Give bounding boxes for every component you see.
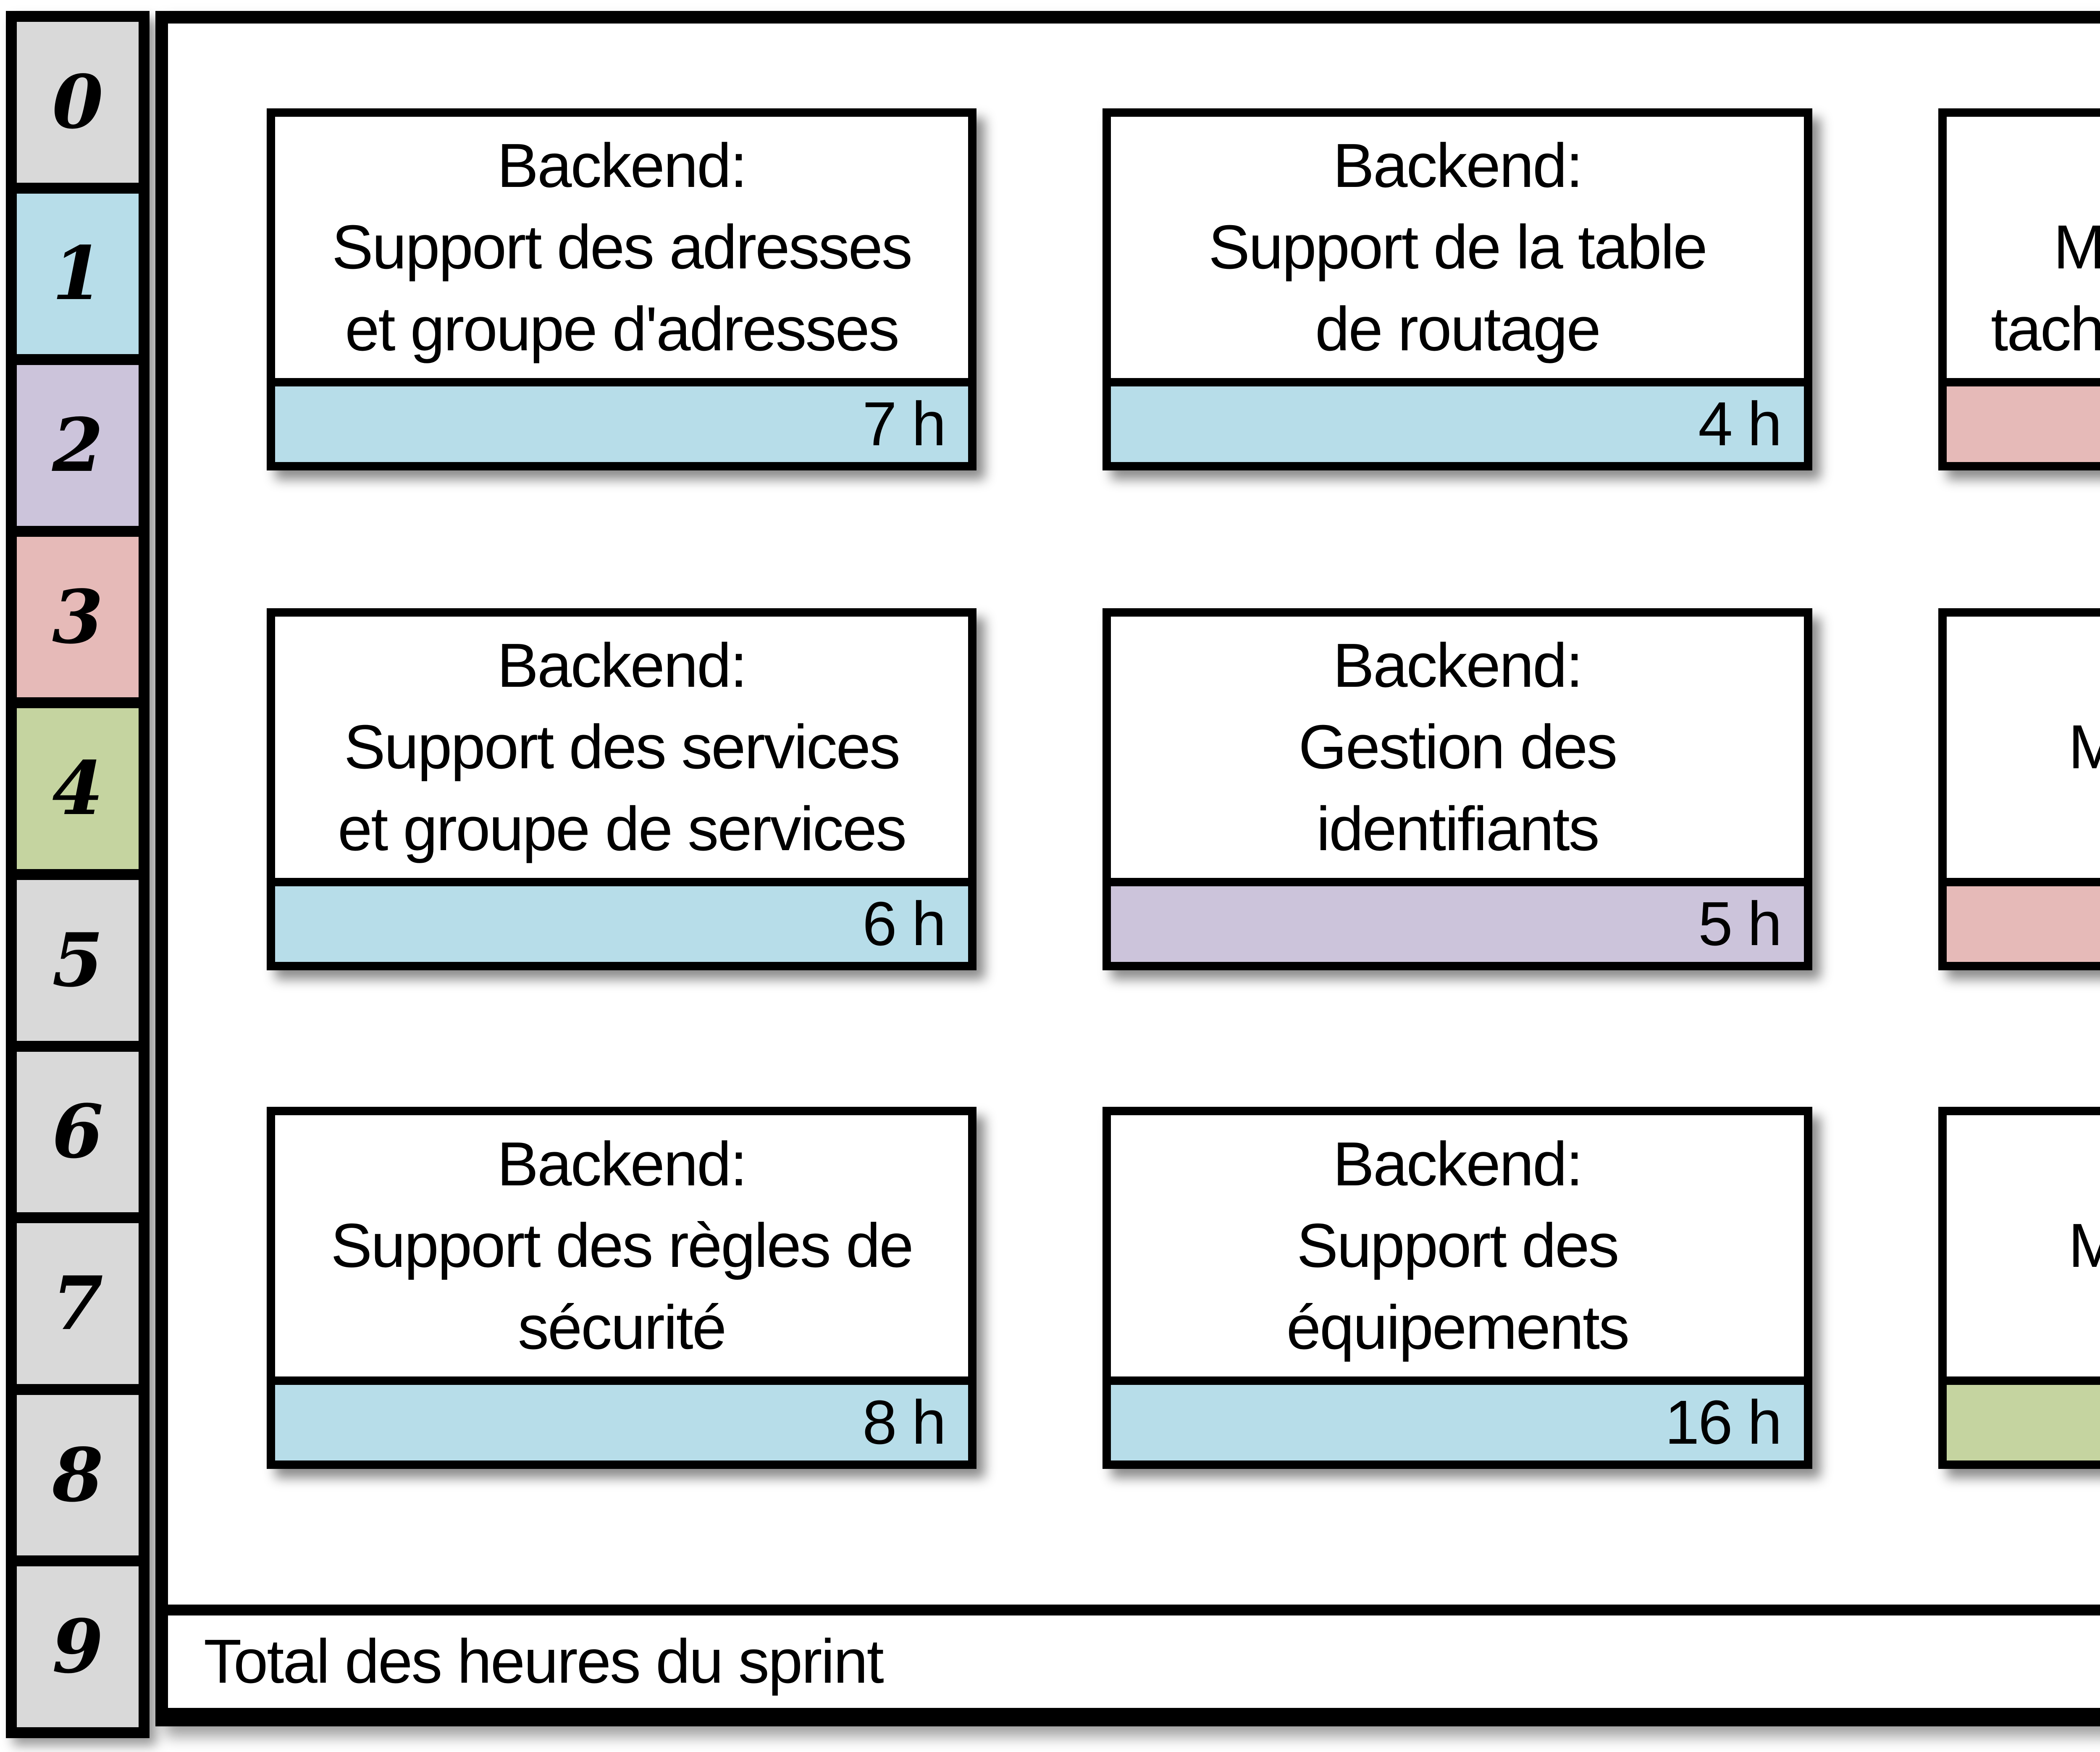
row-index-cell-1: 1 (17, 193, 139, 365)
task-title-line: taches de récupération (1991, 294, 2100, 364)
task-card-regles-securite: Backend: Support des règles de sécurité … (267, 1107, 976, 1469)
row-index-label: 0 (52, 59, 103, 145)
row-index-cell-6: 6 (17, 1051, 139, 1224)
row-index-label: 7 (52, 1260, 103, 1347)
row-index-cell-4: 4 (17, 708, 139, 880)
task-title-line: et groupe d'adresses (345, 294, 900, 364)
task-card-equipements: Backend: Support des équipements 16 h (1102, 1107, 1812, 1469)
row-index-label: 3 (52, 574, 103, 660)
task-card-adresses: Backend: Support des adresses et groupe … (267, 108, 976, 470)
task-card-identifiants: Backend: Gestion des identifiants 5 h (1102, 608, 1812, 970)
task-card-title: Backend: Support des services et groupe … (275, 617, 968, 878)
task-hours-badge: 8 h (275, 1376, 968, 1460)
task-card-title: Backend: Mise en place de MongoDB (1947, 1115, 2100, 1376)
task-title-line: Mise en place des (2053, 213, 2100, 282)
task-title-line: de routage (1315, 294, 1601, 364)
task-title-line: sécurité (517, 1292, 727, 1362)
task-hours-badge: 8 h (1947, 1376, 2100, 1460)
task-title-line: Backend: (1947, 633, 2100, 698)
task-title-line: Mise en place de (2068, 1211, 2100, 1281)
task-title-line: Support de la table (1208, 213, 1707, 282)
row-index-strip: 0 1 2 3 4 5 6 7 8 9 (6, 11, 150, 1738)
task-title-line: et groupe de services (337, 794, 907, 864)
task-card-title: Backend: Support des équipements (1111, 1115, 1804, 1376)
task-card-table-routage: Backend: Support de la table de routage … (1102, 108, 1812, 470)
row-index-cell-9: 9 (17, 1566, 139, 1727)
task-card-title: Backend: Mise en place des taches de réc… (1947, 117, 2100, 378)
task-title-line: équipements (1286, 1292, 1630, 1362)
task-hours-badge: 8 h (1947, 378, 2100, 462)
task-title-line: MongoDB (1947, 1295, 2100, 1360)
row-index-label: 4 (52, 746, 103, 832)
sprint-total-label: Total des heures du sprint (204, 1627, 884, 1696)
row-index-label: 6 (52, 1089, 103, 1175)
task-card-services: Backend: Support des services et groupe … (267, 608, 976, 970)
row-index-label: 1 (52, 231, 103, 317)
row-index-cell-3: 3 (17, 536, 139, 709)
task-title-line: Gestion des (1298, 712, 1618, 782)
row-index-cell-7: 7 (17, 1223, 139, 1395)
task-title-line: Backend: (497, 131, 747, 200)
row-index-cell-8: 8 (17, 1395, 139, 1567)
row-index-cell-2: 2 (17, 365, 139, 537)
task-title-line: Backend: (1333, 1129, 1583, 1199)
task-title-line: Backend: (1333, 630, 1583, 700)
task-title-line: Mise en place de (2068, 712, 2100, 782)
task-card-title: Backend: Gestion des identifiants (1111, 617, 1804, 878)
row-index-label: 5 (52, 917, 103, 1003)
task-title-line: Support des (1297, 1211, 1619, 1281)
task-hours-badge: 5 h (1111, 878, 1804, 962)
sprint-board: Backend: Support des adresses et groupe … (168, 24, 2100, 1605)
task-card-title: Backend: Support des règles de sécurité (275, 1115, 968, 1376)
task-hours-badge: 4 h (1111, 378, 1804, 462)
row-index-cell-0: 0 (17, 22, 139, 194)
task-title-line: Support des règles de (331, 1211, 914, 1281)
task-card-title: Backend: Support de la table de routage (1111, 117, 1804, 378)
sprint-total-row: Total des heures du sprint 66 (168, 1605, 2100, 1708)
task-title-line: Support des services (344, 712, 900, 782)
row-index-label: 9 (52, 1604, 103, 1690)
task-title-line: Sidekiq (1947, 796, 2100, 862)
task-card-sidekiq: Backend: Mise en place de Sidekiq 4 h (1938, 608, 2100, 970)
task-title-line: Backend: (497, 1129, 747, 1199)
task-title-line: Backend: (1947, 1132, 2100, 1197)
task-title-line: identifiants (1316, 794, 1600, 864)
task-hours-badge: 4 h (1947, 878, 2100, 962)
task-title-line: Backend: (1333, 131, 1583, 200)
row-index-label: 8 (52, 1432, 103, 1518)
row-index-label: 2 (52, 402, 103, 489)
task-hours-badge: 7 h (275, 378, 968, 462)
row-index-cell-5: 5 (17, 880, 139, 1052)
task-hours-badge: 6 h (275, 878, 968, 962)
task-card-title: Backend: Mise en place de Sidekiq (1947, 617, 2100, 878)
task-card-taches-recuperation: Backend: Mise en place des taches de réc… (1938, 108, 2100, 470)
sprint-board-frame: Backend: Support des adresses et groupe … (155, 11, 2100, 1726)
task-title-line: Backend: (497, 630, 747, 700)
task-title-line: Support des adresses (332, 213, 913, 282)
task-card-title: Backend: Support des adresses et groupe … (275, 117, 968, 378)
task-card-mongodb: Backend: Mise en place de MongoDB 8 h (1938, 1107, 2100, 1469)
task-hours-badge: 16 h (1111, 1376, 1804, 1460)
task-title-line: Backend: (1947, 133, 2100, 198)
